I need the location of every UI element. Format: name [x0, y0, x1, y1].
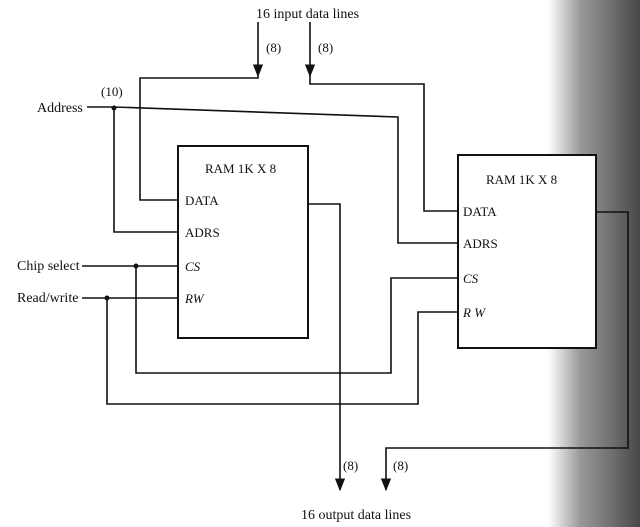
- wire-address-chip2: [87, 106, 458, 244]
- wire-data-in-chip2: [309, 76, 458, 212]
- wire-data-in-chip1: [139, 76, 259, 201]
- ram-chip-1-cs-pin: CS: [185, 259, 201, 274]
- wire-address-chip1: [113, 107, 178, 233]
- ram-chip-2-adrs-pin: ADRS: [463, 236, 498, 251]
- junction-rw: [104, 295, 110, 301]
- ram-chip-2-data-pin: DATA: [463, 204, 497, 219]
- ram-chip-1: [177, 145, 309, 339]
- ram-chip-1-rw-pin: RW: [184, 291, 205, 306]
- chip-select-label: Chip select: [17, 259, 80, 274]
- address-label: Address: [37, 101, 83, 116]
- wire-cs-chip2: [135, 266, 458, 374]
- ram-chip-2-title: RAM 1K X 8: [486, 172, 557, 187]
- ram-chip-1-data-pin: DATA: [185, 193, 219, 208]
- wire-data-out-chip1: [308, 203, 346, 492]
- address-bus-width: (10): [101, 84, 123, 99]
- ram-chip-1-title: RAM 1K X 8: [205, 161, 276, 176]
- read-write-label: Read/write: [17, 291, 78, 306]
- ram-chip-2: [457, 154, 597, 349]
- junction-cs: [133, 263, 139, 269]
- junction-address: [111, 105, 117, 111]
- wire-rw-chip2: [106, 298, 458, 405]
- output-bus-width-left: (8): [343, 458, 358, 473]
- input-bus-width-left: (8): [266, 40, 281, 55]
- input-bus-label: 16 input data lines: [256, 7, 359, 22]
- ram-chip-1-adrs-pin: ADRS: [185, 225, 220, 240]
- output-bus-label: 16 output data lines: [301, 508, 411, 523]
- wire-data-out-chip2: [380, 211, 629, 492]
- output-bus-width-right: (8): [393, 458, 408, 473]
- ram-chip-2-rw-pin: R W: [462, 305, 486, 320]
- ram-chip-2-cs-pin: CS: [463, 271, 479, 286]
- input-bus-width-right: (8): [318, 40, 333, 55]
